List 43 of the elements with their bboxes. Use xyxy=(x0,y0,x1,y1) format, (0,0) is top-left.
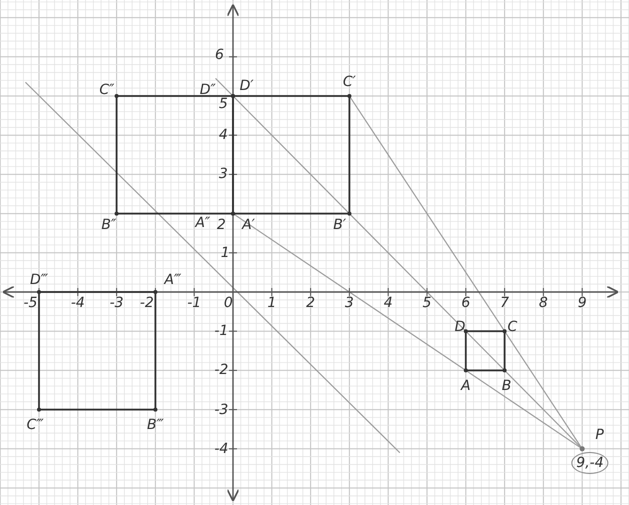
point-label: D xyxy=(454,320,466,334)
tick-label: 7 xyxy=(500,296,510,310)
tick-label: 8 xyxy=(538,296,548,310)
point-label: A‴ xyxy=(164,273,182,288)
point-label: B‴ xyxy=(146,418,164,432)
point-label: B xyxy=(502,379,512,394)
point-label: D″ xyxy=(200,83,216,98)
tick-label: 0 xyxy=(224,296,233,310)
tick-label: 9 xyxy=(578,296,587,310)
tick-label: -1 xyxy=(214,324,228,338)
point-label: A″ xyxy=(195,216,210,230)
point-label: P xyxy=(595,428,604,442)
tick-label: 3 xyxy=(344,296,354,310)
tick-label: 1 xyxy=(220,246,230,260)
tick-label: 6 xyxy=(461,296,470,310)
point-label: A′ xyxy=(242,218,255,232)
point-label: B″ xyxy=(101,218,116,232)
point-label: B′ xyxy=(333,218,346,232)
point-label: A xyxy=(461,379,471,394)
point-label: C′ xyxy=(342,75,356,90)
point-label: D′ xyxy=(240,79,254,94)
tick-label: 2 xyxy=(216,218,226,232)
tick-label: -1 xyxy=(187,296,202,310)
point-label: C″ xyxy=(99,83,114,98)
tick-label: 4 xyxy=(218,128,228,142)
tick-label: -2 xyxy=(214,363,228,378)
tick-label: 5 xyxy=(218,96,228,111)
tick-label: 1 xyxy=(267,296,276,310)
point-label: C‴ xyxy=(26,418,44,432)
point-label: C xyxy=(507,320,518,334)
circled-coordinate: 9,-4 xyxy=(571,452,609,474)
tick-label: 2 xyxy=(306,296,316,310)
tick-label: 3 xyxy=(218,167,228,182)
tick-label: 6 xyxy=(214,48,224,62)
point-label: D‴ xyxy=(30,273,48,288)
tick-label: -3 xyxy=(214,402,228,417)
tick-label: -5 xyxy=(23,296,38,310)
tick-label: -4 xyxy=(214,442,228,456)
tick-label: -3 xyxy=(110,296,124,310)
tick-label: -2 xyxy=(140,296,154,310)
tick-label: 5 xyxy=(422,296,432,310)
tick-label: 4 xyxy=(384,296,393,310)
tick-label: -4 xyxy=(70,296,85,310)
